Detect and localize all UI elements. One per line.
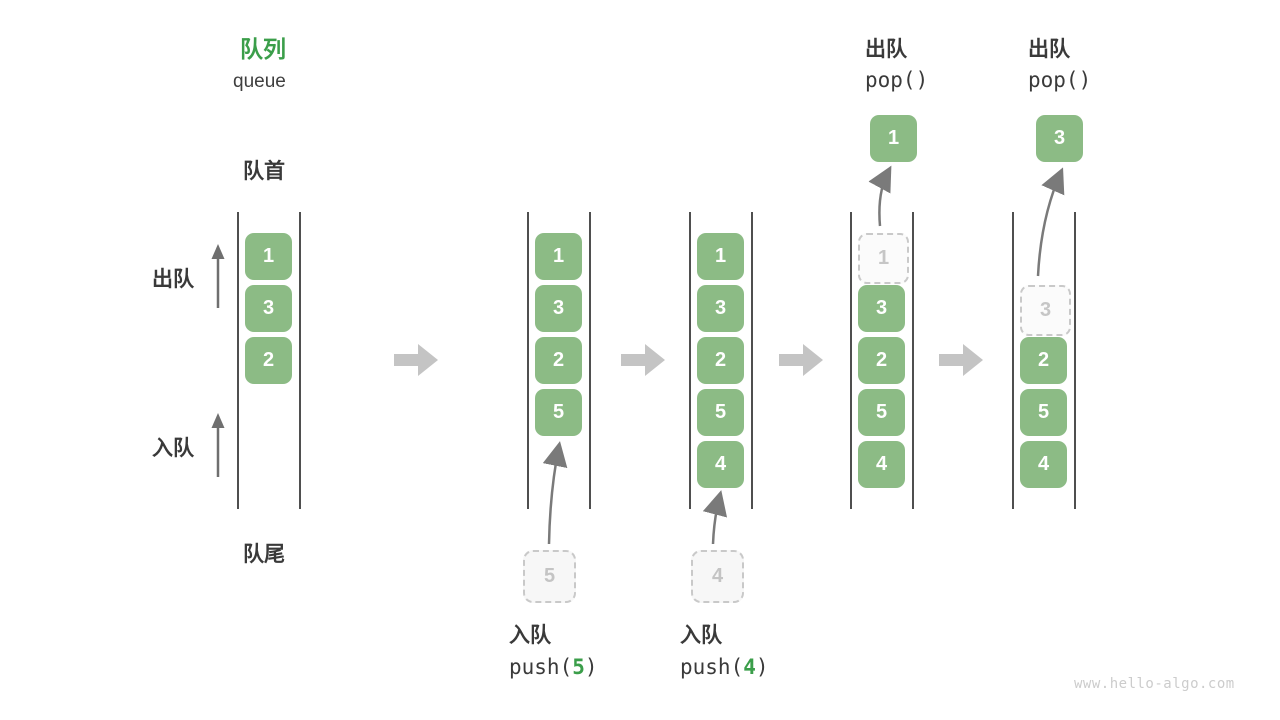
- enqueue-motion-arrow-icon: [702, 490, 728, 545]
- queue-cell: 5: [535, 389, 582, 436]
- flow-arrow-shape: [779, 344, 823, 376]
- call-fn: push(: [680, 655, 744, 679]
- queue-cell: 1: [245, 233, 292, 280]
- queue-wall: [912, 212, 914, 509]
- queue-wall: [850, 212, 852, 509]
- enqueue-op-label: 入队: [680, 624, 722, 647]
- enqueue-side-label: 入队: [152, 437, 194, 460]
- enqueue-op-label: 入队: [509, 624, 551, 647]
- dequeue-side-label: 出队: [152, 268, 194, 291]
- queue-cell: 4: [1020, 441, 1067, 488]
- dequeue-op-label: 出队: [865, 38, 907, 61]
- call-arg: 5: [572, 655, 585, 679]
- diagram-title-zh: 队列: [240, 36, 286, 62]
- enqueue-op-call: push(5): [509, 655, 598, 679]
- queue-cell: 3: [535, 285, 582, 332]
- queue-wall: [1074, 212, 1076, 509]
- queue-cell: 5: [1020, 389, 1067, 436]
- call-fn: push(: [509, 655, 573, 679]
- queue-state-5: 3 2 5 4: [1012, 212, 1076, 509]
- queue-rear-label: 队尾: [243, 543, 285, 566]
- dequeue-motion-arrow-icon: [1036, 167, 1065, 277]
- call-arg: 4: [743, 655, 756, 679]
- queue-cell-removed: 3: [1020, 285, 1071, 336]
- queue-state-2: 1 3 2 5: [527, 212, 591, 509]
- queue-cell: 1: [535, 233, 582, 280]
- flow-arrow-icon: [621, 344, 665, 376]
- queue-cell: 2: [697, 337, 744, 384]
- queue-wall: [527, 212, 529, 509]
- dequeue-op-label: 出队: [1028, 38, 1070, 61]
- staged-element: 5: [523, 550, 576, 603]
- dequeue-direction-arrow-icon: [211, 244, 225, 308]
- queue-wall: [689, 212, 691, 509]
- popped-element: 1: [870, 115, 917, 162]
- queue-wall: [589, 212, 591, 509]
- flow-arrow-shape: [621, 344, 665, 376]
- popped-element: 3: [1036, 115, 1083, 162]
- enqueue-direction-arrow-icon: [211, 413, 225, 477]
- queue-cell: 3: [858, 285, 905, 332]
- watermark: www.hello-algo.com: [1074, 676, 1235, 692]
- queue-cell: 5: [697, 389, 744, 436]
- enqueue-motion-arrow-icon: [542, 441, 568, 545]
- flow-arrow-icon: [394, 344, 438, 376]
- flow-arrow-icon: [779, 344, 823, 376]
- queue-cell-removed: 1: [858, 233, 909, 284]
- staged-element: 4: [691, 550, 744, 603]
- dequeue-motion-arrow-icon: [868, 165, 892, 227]
- dequeue-op-call: pop(): [865, 68, 929, 92]
- queue-cell: 2: [1020, 337, 1067, 384]
- queue-cell: 2: [245, 337, 292, 384]
- queue-wall: [237, 212, 239, 509]
- queue-state-3: 1 3 2 5 4: [689, 212, 753, 509]
- queue-cell: 3: [697, 285, 744, 332]
- enqueue-op-call: push(4): [680, 655, 769, 679]
- queue-wall: [1012, 212, 1014, 509]
- flow-arrow-shape: [939, 344, 983, 376]
- queue-wall: [299, 212, 301, 509]
- flow-arrow-icon: [939, 344, 983, 376]
- queue-state-4: 1 3 2 5 4: [850, 212, 914, 509]
- call-close: ): [755, 655, 769, 679]
- queue-cell: 5: [858, 389, 905, 436]
- queue-cell: 4: [858, 441, 905, 488]
- queue-cell: 2: [535, 337, 582, 384]
- diagram-title-en: queue: [233, 71, 286, 92]
- dequeue-op-call: pop(): [1028, 68, 1092, 92]
- queue-front-label: 队首: [243, 160, 285, 183]
- queue-cell: 1: [697, 233, 744, 280]
- call-close: ): [584, 655, 598, 679]
- queue-state-1: 1 3 2: [237, 212, 301, 509]
- queue-cell: 3: [245, 285, 292, 332]
- queue-cell: 4: [697, 441, 744, 488]
- queue-cell: 2: [858, 337, 905, 384]
- queue-wall: [751, 212, 753, 509]
- flow-arrow-shape: [394, 344, 438, 376]
